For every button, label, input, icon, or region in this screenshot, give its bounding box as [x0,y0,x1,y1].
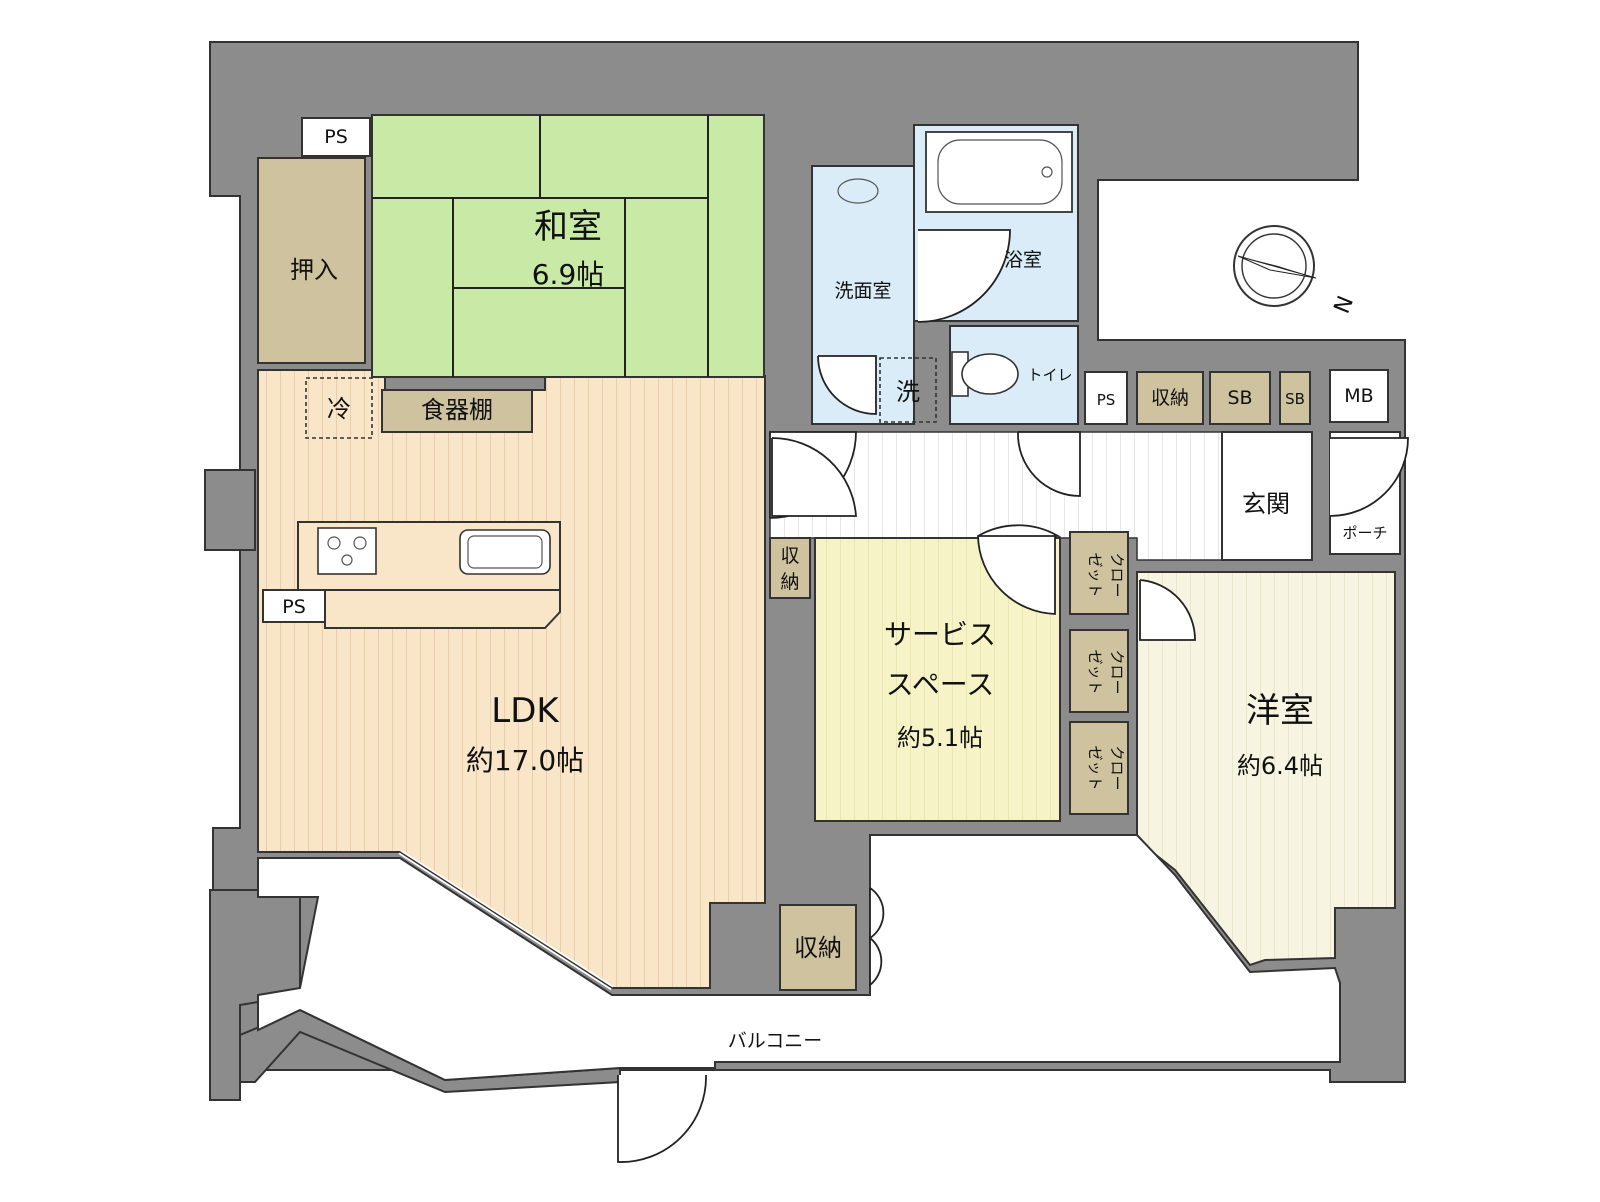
ldk-area: 約17.0帖 [466,744,584,777]
sink-icon [459,529,551,575]
shokkidana-label: 食器棚 [421,396,493,424]
compass-icon: N [1233,225,1359,318]
sb-label-1: SB [1227,387,1252,409]
oshiire [257,157,366,364]
fridge-label: 冷 [327,395,351,423]
youshitsu-name: 洋室 [1246,691,1314,731]
closet-labels: ゼット クロー ゼット クロー ゼット クロー [1086,552,1126,790]
ps-top [301,117,371,157]
svg-text:ゼット: ゼット [1086,552,1104,597]
youshitsu-area: 約6.4帖 [1237,752,1323,780]
toilet-label: トイレ [1027,366,1072,384]
washitsu-area: 6.9帖 [532,258,605,291]
svg-text:クロー: クロー [1108,649,1126,694]
kitchen-counter [297,521,561,629]
washitsu-floor [371,114,765,378]
balcony-label: バルコニー [728,1030,823,1052]
shuno-v2: 納 [780,571,799,593]
service-name-2: スペース [886,668,995,701]
doors [617,229,1409,1163]
storage-units [262,369,1389,991]
compass-north: N [1330,293,1359,318]
svg-text:クロー: クロー [1108,552,1126,597]
ps-label-top: PS [324,126,348,148]
oshiire-label: 押入 [290,256,338,284]
service-name-1: サービス [884,618,996,651]
washitsu-name: 和室 [534,207,602,247]
toilet-icon [951,351,1019,397]
tatami-lines [372,115,709,377]
ps-label-hall: PS [1097,391,1116,409]
ps-label-kitchen: PS [282,596,306,618]
genkan-floor [1221,431,1313,561]
mb-label: MB [1344,385,1373,407]
svg-text:ゼット: ゼット [1086,649,1104,694]
shuno-label-balcony: 収納 [794,934,842,962]
shuno-v1: 収 [780,545,799,567]
genkan-label: 玄関 [1242,490,1290,518]
svg-text:ゼット: ゼット [1086,745,1104,790]
cooktop-icon [317,527,377,575]
yokushitsu-label: 浴室 [1004,249,1042,271]
washbasin-icon [837,178,879,204]
washer-space [879,357,937,423]
sb-label-2: SB [1285,390,1305,408]
senmen-label: 洗面室 [834,280,891,302]
bathtub-icon [925,131,1073,213]
shuno-label-hall: 収納 [1151,387,1189,409]
svg-text:クロー: クロー [1108,745,1126,790]
washer-label: 洗 [896,378,920,406]
ldk-name: LDK [491,691,560,731]
porch-label: ポーチ [1342,524,1387,542]
service-area: 約5.1帖 [897,724,983,752]
